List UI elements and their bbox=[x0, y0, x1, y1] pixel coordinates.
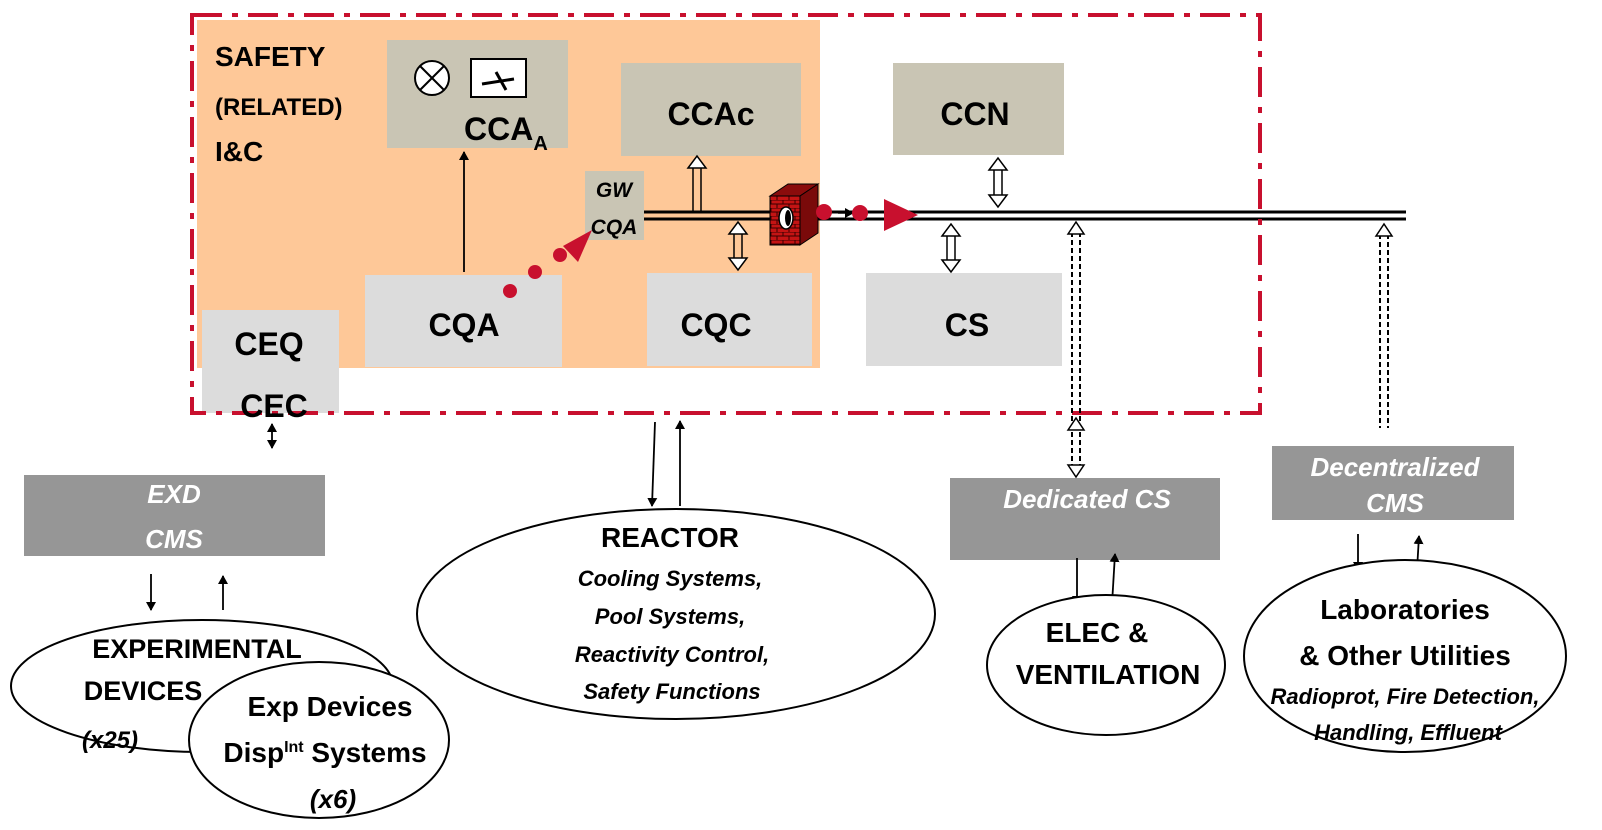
ceq-cec-box bbox=[202, 310, 339, 413]
decentralized-cms-box bbox=[1272, 446, 1514, 520]
reactor-line1: Cooling Systems, bbox=[578, 566, 763, 591]
lamp-icon bbox=[414, 60, 450, 96]
ccn-box bbox=[893, 63, 1064, 155]
labs-line1: Laboratories bbox=[1320, 594, 1490, 625]
exd-label-line2: CMS bbox=[145, 524, 203, 554]
exp-devices-line3: (x6) bbox=[310, 784, 356, 814]
labs-line4: Handling, Effluent bbox=[1314, 720, 1503, 745]
cqc-bus-link bbox=[727, 220, 749, 272]
exp-devices-line2: DispInt Systems bbox=[223, 737, 426, 768]
valve-icon bbox=[470, 58, 527, 98]
decentralized-cms-dashed-link bbox=[1374, 222, 1394, 428]
dedicated-cs-label: Dedicated CS bbox=[1003, 484, 1171, 514]
firewall-icon bbox=[768, 183, 820, 246]
decentralized-label-line2: CMS bbox=[1366, 488, 1424, 518]
exd-cms-box bbox=[24, 475, 325, 556]
reactor-line2: Pool Systems, bbox=[595, 604, 745, 629]
zone-title-line3: I&C bbox=[215, 136, 263, 167]
data-flow-path bbox=[503, 199, 918, 298]
cqa-label: CQA bbox=[428, 307, 499, 343]
cs-bus-link bbox=[940, 222, 962, 274]
dedicated-cs-box bbox=[950, 478, 1220, 560]
cqc-box bbox=[647, 273, 812, 366]
labs-line2: & Other Utilities bbox=[1299, 640, 1511, 671]
experimental-line2: DEVICES bbox=[84, 676, 203, 706]
exp-devices-line1: Exp Devices bbox=[248, 691, 413, 722]
reactor-ellipse bbox=[416, 508, 936, 720]
ccac-label: CCAc bbox=[667, 96, 754, 132]
ccac-box bbox=[621, 63, 801, 156]
zone-to-reactor-arrow bbox=[647, 421, 658, 507]
ccn-label: CCN bbox=[940, 96, 1009, 132]
cqa-box bbox=[365, 275, 562, 367]
reactor-title: REACTOR bbox=[601, 522, 739, 553]
reactor-line3: Reactivity Control, bbox=[575, 642, 769, 667]
zone-title-line2: (RELATED) bbox=[215, 94, 343, 121]
experimental-line1: EXPERIMENTAL bbox=[92, 634, 302, 664]
elec-line1: ELEC & bbox=[1046, 617, 1149, 648]
ccac-bus-link bbox=[686, 154, 708, 211]
exp-devices-ellipse bbox=[188, 661, 450, 819]
experimental-line3: (x25) bbox=[82, 727, 138, 754]
ceq-label: CEQ bbox=[234, 326, 303, 362]
cec-label: CEC bbox=[240, 388, 308, 424]
elec-line2: VENTILATION bbox=[1016, 659, 1201, 690]
gw-label-line2: CQA bbox=[591, 216, 638, 239]
safety-zone-border bbox=[190, 13, 1262, 415]
gw-cqa-box bbox=[585, 171, 644, 240]
dedicated-cs-dashed-link bbox=[1066, 220, 1086, 479]
ccn-bus-link bbox=[987, 156, 1009, 209]
decentralized-label-line1: Decentralized bbox=[1310, 452, 1480, 482]
zone-title-line1: SAFETY bbox=[215, 41, 326, 72]
gw-label-line1: GW bbox=[596, 179, 634, 202]
cqc-label: CQC bbox=[680, 307, 751, 343]
elec-ventilation-ellipse bbox=[986, 594, 1226, 736]
labs-line3: Radioprot, Fire Detection, bbox=[1271, 684, 1540, 709]
cca-label: CCAA bbox=[464, 111, 548, 155]
reactor-line4: Safety Functions bbox=[583, 679, 760, 704]
cs-label: CS bbox=[945, 307, 989, 343]
exd-label-line1: EXD bbox=[147, 479, 201, 509]
cs-box bbox=[866, 273, 1062, 366]
laboratories-ellipse bbox=[1243, 559, 1567, 753]
